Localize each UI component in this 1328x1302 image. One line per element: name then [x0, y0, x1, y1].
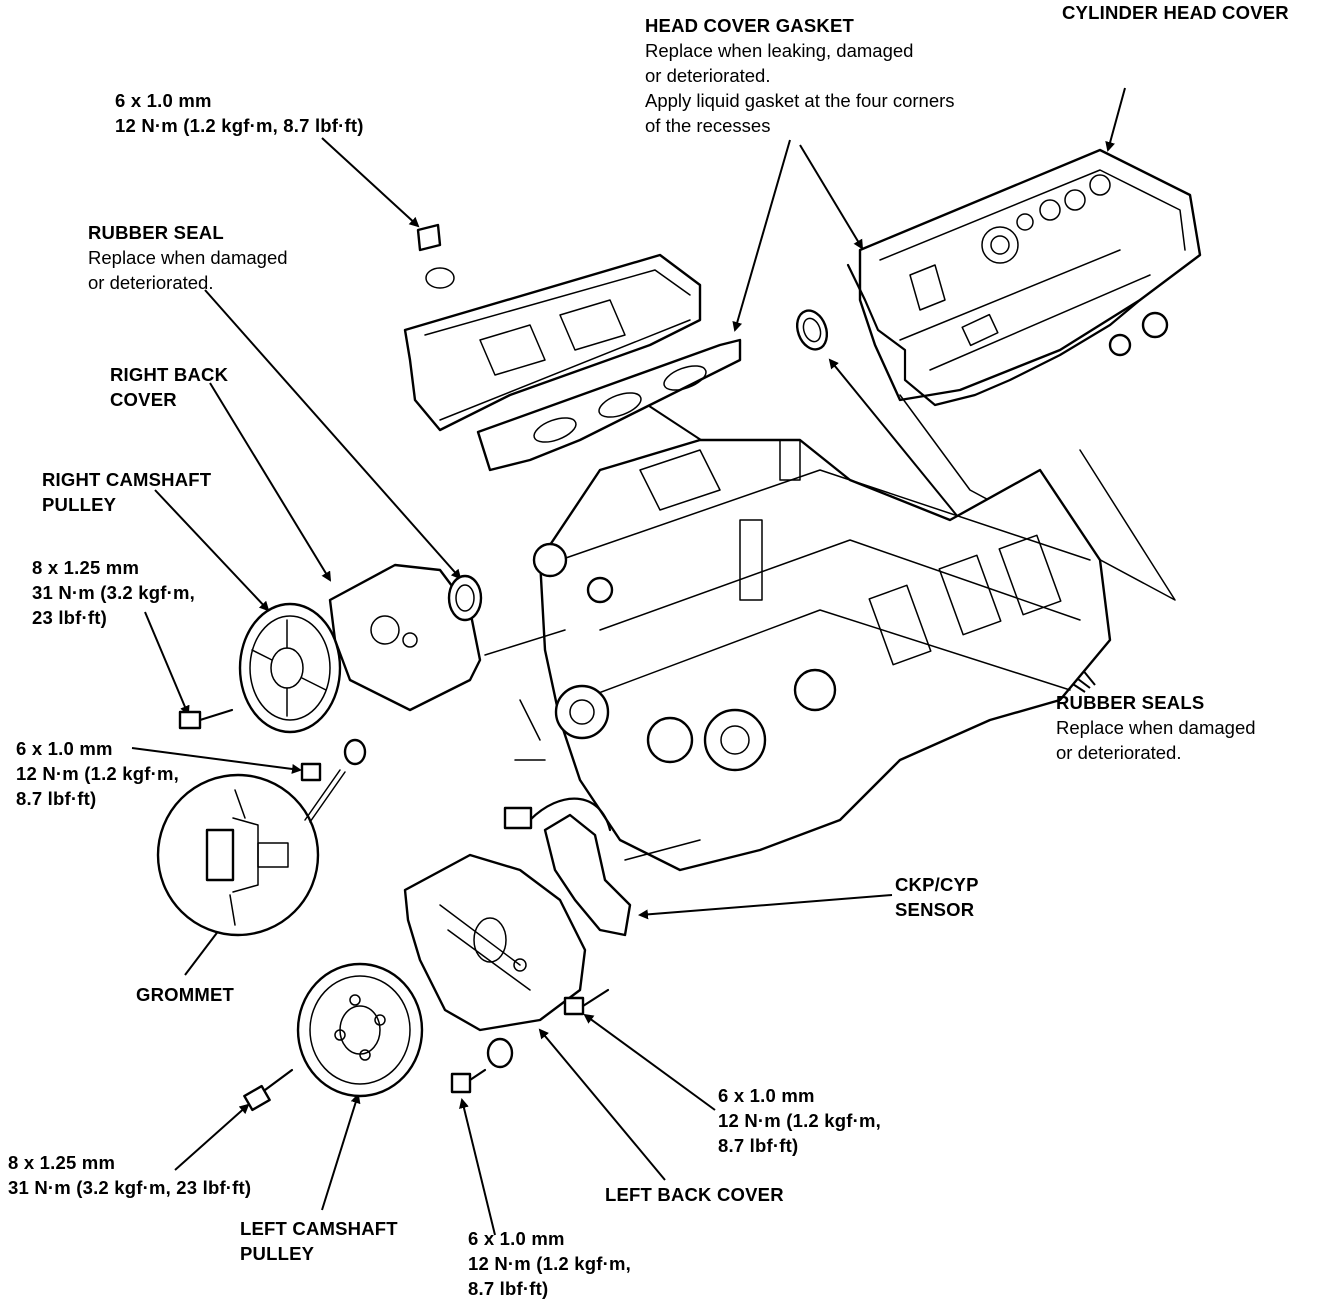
label-line: 8 x 1.25 mm [8, 1152, 116, 1173]
label-head-cover-gasket: HEAD COVER GASKET Replace when leaking, … [645, 13, 955, 138]
label-line: PULLEY [240, 1243, 315, 1264]
label-title: GROMMET [136, 984, 235, 1005]
leader-ckp-sensor [638, 894, 893, 920]
label-line: 6 x 1.0 mm [468, 1228, 565, 1249]
label-line: 6 x 1.0 mm [16, 738, 113, 759]
label-rubber-seals: RUBBER SEALS Replace when damaged or det… [1056, 690, 1256, 765]
bolt-left-cover-right [563, 988, 610, 1016]
label-line: 23 lbf·ft) [32, 607, 107, 628]
leader-bolt-left-cover-bottom [459, 1098, 496, 1236]
label-line: CKP/CYP [895, 874, 979, 895]
right-back-cover [328, 563, 566, 712]
label-right-camshaft-pulley: RIGHT CAMSHAFT PULLEY [42, 467, 211, 517]
bolt-left-pulley [243, 1068, 294, 1112]
label-line: 12 N·m (1.2 kgf·m, [718, 1110, 881, 1131]
label-line: 8.7 lbf·ft) [718, 1135, 799, 1156]
washer [343, 738, 367, 766]
label-title: LEFT BACK COVER [605, 1184, 784, 1205]
label-line: 6 x 1.0 mm [718, 1085, 815, 1106]
label-line: Apply liquid gasket at the four corners [645, 90, 955, 111]
label-bolt-left-cover-right: 6 x 1.0 mm 12 N·m (1.2 kgf·m, 8.7 lbf·ft… [718, 1083, 881, 1158]
label-line: 8 x 1.25 mm [32, 557, 140, 578]
label-bolt-top: 6 x 1.0 mm 12 N·m (1.2 kgf·m, 8.7 lbf·ft… [115, 88, 364, 138]
label-left-back-cover: LEFT BACK COVER [605, 1182, 784, 1207]
label-title: RUBBER SEAL [88, 222, 224, 243]
label-line: or deteriorated. [645, 65, 771, 86]
left-camshaft-pulley [296, 962, 424, 1098]
leader-bolt-left-pulley [174, 1103, 250, 1171]
label-bolt-left-pulley: 8 x 1.25 mm 31 N·m (3.2 kgf·m, 23 lbf·ft… [8, 1150, 251, 1200]
leader-rubber-seal [204, 289, 462, 580]
rubber-seal [447, 574, 483, 622]
bolt-left-cover-bottom [450, 1068, 487, 1094]
left-back-cover [403, 853, 587, 1032]
label-line: PULLEY [42, 494, 117, 515]
label-bolt-right-pulley: 8 x 1.25 mm 31 N·m (3.2 kgf·m, 23 lbf·ft… [32, 555, 195, 630]
leader-right-camshaft-pulley [154, 489, 270, 612]
label-line: Replace when leaking, damaged [645, 40, 914, 61]
leader-bolt-left-cover-right [583, 1013, 716, 1111]
leader-gasket-right [799, 144, 864, 250]
label-title: HEAD COVER GASKET [645, 15, 854, 36]
label-line: 6 x 1.0 mm [115, 90, 212, 111]
label-bolt-left-cover-bottom: 6 x 1.0 mm 12 N·m (1.2 kgf·m, 8.7 lbf·ft… [468, 1226, 631, 1301]
label-grommet: GROMMET [136, 982, 234, 1007]
left-cylinder-head-cover [403, 223, 702, 432]
engine-block [514, 438, 1112, 872]
label-line: RIGHT CAMSHAFT [42, 469, 212, 490]
ckp-cyp-sensor [503, 797, 632, 937]
label-line: 8.7 lbf·ft) [468, 1278, 549, 1299]
label-line: 31 N·m (3.2 kgf·m, [32, 582, 195, 603]
label-line: 12 N·m (1.2 kgf·m, [16, 763, 179, 784]
leader-cylinder-head-cover [1105, 87, 1126, 152]
label-line: 12 N·m (1.2 kgf·m, 8.7 lbf·ft) [115, 115, 364, 136]
label-line: COVER [110, 389, 177, 410]
head-cover-gasket [846, 263, 1142, 407]
label-rubber-seal: RUBBER SEAL Replace when damaged or dete… [88, 220, 288, 295]
label-line: of the recesses [645, 115, 771, 136]
left-grommet [486, 1037, 514, 1069]
leader-left-camshaft-pulley [321, 1093, 361, 1211]
spark-plug-seal [795, 309, 829, 351]
label-title: RUBBER SEALS [1056, 692, 1205, 713]
label-line: 31 N·m (3.2 kgf·m, 23 lbf·ft) [8, 1177, 252, 1198]
grommet-detail [156, 769, 346, 937]
leader-right-back-cover [209, 382, 332, 582]
leader-left-back-cover [538, 1028, 666, 1181]
leader-gasket-left [732, 139, 791, 332]
leader-bolt-top [321, 137, 420, 228]
label-line: or deteriorated. [1056, 742, 1182, 763]
label-left-camshaft-pulley: LEFT CAMSHAFT PULLEY [240, 1216, 398, 1266]
label-line: RIGHT BACK [110, 364, 229, 385]
label-line: or deteriorated. [88, 272, 214, 293]
leader-bolt-right-pulley [144, 611, 190, 716]
label-ckp-cyp-sensor: CKP/CYP SENSOR [895, 872, 979, 922]
bolt-right-cover [300, 762, 322, 782]
label-line: Replace when damaged [88, 247, 288, 268]
label-line: 8.7 lbf·ft) [16, 788, 97, 809]
label-bolt-right-cover: 6 x 1.0 mm 12 N·m (1.2 kgf·m, 8.7 lbf·ft… [16, 736, 179, 811]
label-line: Replace when damaged [1056, 717, 1256, 738]
cylinder-head-cover [858, 148, 1202, 402]
label-line: 12 N·m (1.2 kgf·m, [468, 1253, 631, 1274]
right-camshaft-pulley [238, 602, 342, 734]
label-line: SENSOR [895, 899, 975, 920]
label-cylinder-head-cover: CYLINDER HEAD COVER [1062, 0, 1289, 25]
label-line: LEFT CAMSHAFT [240, 1218, 398, 1239]
label-title: CYLINDER HEAD COVER [1062, 2, 1289, 23]
label-right-back-cover: RIGHT BACK COVER [110, 362, 228, 412]
leader-bolt-right-cover [131, 747, 302, 774]
bolt-right-pulley [178, 708, 234, 730]
